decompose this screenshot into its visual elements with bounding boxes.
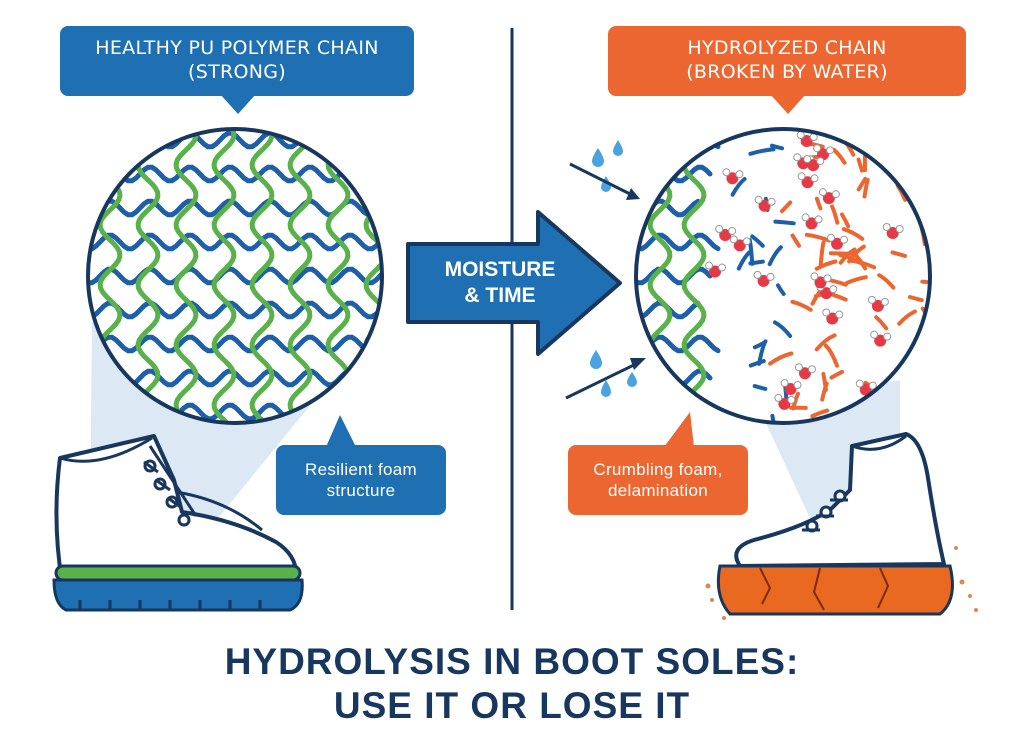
- caption-line: structure: [327, 480, 396, 501]
- water-drop-icon: [590, 350, 602, 369]
- caption-line: Crumbling foam,: [593, 459, 722, 480]
- chain-fragment: [903, 380, 916, 394]
- arrow-label-line: & TIME: [412, 283, 588, 309]
- crumbling-foam-caption: Crumbling foam, delamination: [568, 445, 748, 515]
- chain-fragment: [909, 405, 917, 427]
- chain-fragment: [755, 386, 766, 389]
- caption-line: delamination: [608, 480, 708, 501]
- hydrolyzed-chain-subtitle: (BROKEN BY WATER): [686, 61, 888, 85]
- arrow-icon: [630, 358, 646, 370]
- polymer-chain-blue: [630, 133, 718, 146]
- caption-line: Resilient foam: [305, 459, 417, 480]
- water-drop-icon: [592, 148, 604, 167]
- resilient-foam-caption: Resilient foam structure: [276, 445, 446, 515]
- hydrolyzed-chain-title: HYDROLYZED CHAIN: [687, 37, 886, 61]
- left-caption-pointer: [326, 415, 356, 447]
- right-callout-pointer: [770, 94, 806, 114]
- hydrolyzed-chain-callout: HYDROLYZED CHAIN (BROKEN BY WATER): [608, 26, 966, 96]
- right-caption-pointer: [664, 412, 694, 447]
- healthy-chain-subtitle: (STRONG): [188, 61, 286, 85]
- chain-fragment: [750, 240, 753, 264]
- arrow-label-line: MOISTURE: [412, 257, 588, 283]
- moisture-time-label: MOISTURE & TIME: [412, 246, 588, 320]
- page-title: HYDROLYSIS IN BOOT SOLES: USE IT OR LOSE…: [0, 640, 1024, 727]
- title-line: USE IT OR LOSE IT: [0, 684, 1024, 728]
- healthy-chain-title: HEALTHY PU POLYMER CHAIN: [95, 37, 379, 61]
- water-drop-icon: [613, 140, 623, 156]
- water-drop-icon: [627, 372, 637, 387]
- chain-fragment: [775, 222, 793, 224]
- water-drops-lower: [566, 350, 646, 398]
- water-drop-icon: [601, 380, 611, 397]
- chain-fragment: [772, 146, 782, 149]
- left-callout-pointer: [220, 94, 256, 114]
- water-drops-upper: [570, 140, 640, 200]
- healthy-chain-callout: HEALTHY PU POLYMER CHAIN (STRONG): [60, 26, 414, 96]
- title-line: HYDROLYSIS IN BOOT SOLES:: [0, 640, 1024, 684]
